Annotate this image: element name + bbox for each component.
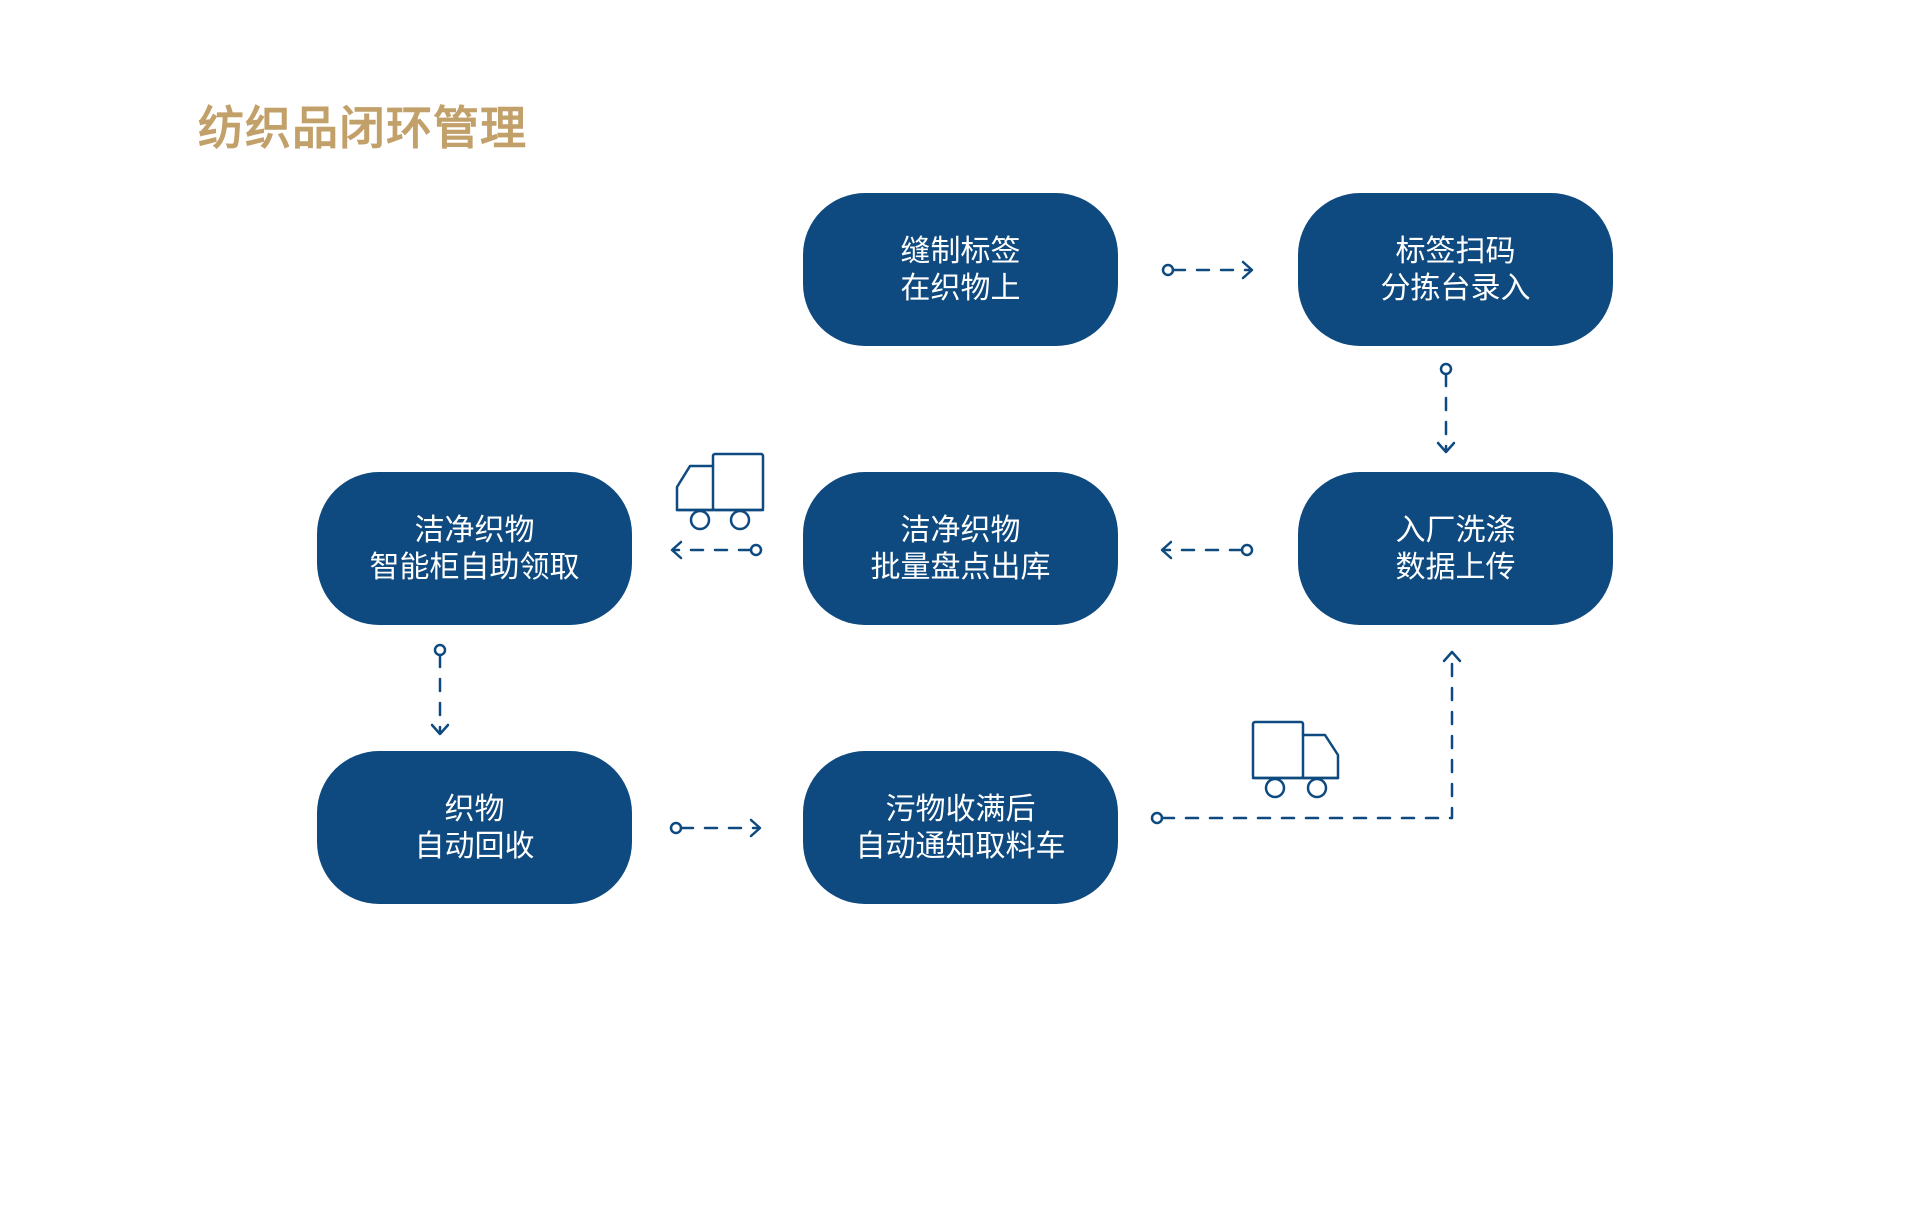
node-sew-tag: 缝制标签 在织物上 (803, 193, 1118, 346)
connector-arrow (430, 643, 450, 736)
node-label: 智能柜自助领取 (369, 549, 580, 585)
node-label: 入厂洗涤 (1395, 512, 1516, 548)
node-label: 在织物上 (900, 270, 1021, 306)
connector-arrow (1160, 540, 1254, 560)
page-title: 纺织品闭环管理 (198, 101, 527, 155)
connector-arrow (670, 540, 763, 560)
connector-arrow (1150, 650, 1462, 825)
connector-arrow (669, 818, 762, 838)
node-auto-recycle: 织物 自动回收 (317, 751, 632, 904)
connector-arrow (1161, 260, 1254, 280)
node-scan-tag: 标签扫码 分拣台录入 (1298, 193, 1613, 346)
node-notify-truck: 污物收满后 自动通知取料车 (803, 751, 1118, 904)
node-batch-out: 洁净织物 批量盘点出库 (803, 472, 1118, 625)
node-label: 自动回收 (414, 828, 535, 864)
node-factory-wash: 入厂洗涤 数据上传 (1298, 472, 1613, 625)
node-cabinet-pickup: 洁净织物 智能柜自助领取 (317, 472, 632, 625)
node-label: 分拣台录入 (1380, 270, 1531, 306)
node-label: 自动通知取料车 (855, 828, 1066, 864)
node-label: 洁净织物 (414, 512, 535, 548)
node-label: 标签扫码 (1395, 233, 1516, 269)
node-label: 洁净织物 (900, 512, 1021, 548)
node-label: 数据上传 (1395, 549, 1516, 585)
truck-icon (1251, 720, 1340, 799)
node-label: 批量盘点出库 (870, 549, 1051, 585)
node-label: 缝制标签 (900, 233, 1021, 269)
node-label: 污物收满后 (885, 791, 1036, 827)
connector-arrow (1436, 362, 1456, 454)
node-label: 织物 (444, 791, 505, 827)
truck-icon (675, 452, 765, 531)
